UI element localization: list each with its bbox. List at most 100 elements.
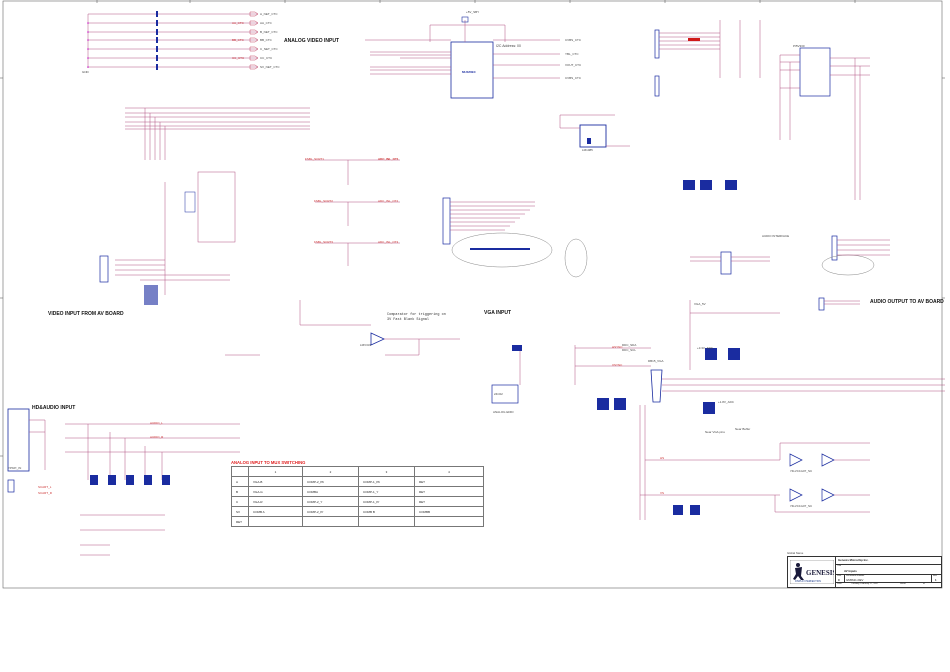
- net-label-red: AA_CTC: [232, 21, 244, 25]
- net-label-adc: ADC_INL_OT2: [378, 199, 399, 203]
- sheet-border: [0, 0, 945, 589]
- table-cell: SV: [231, 506, 249, 517]
- table-cell: [231, 466, 249, 477]
- net-label-vga: DDC_SDA: [622, 343, 637, 347]
- near-vga-pins-note: Near VGA pins: [705, 430, 725, 434]
- component-label: LM1085: [582, 148, 593, 152]
- table-cell: RET: [414, 476, 484, 487]
- net-label-audio: SCART_R: [38, 491, 52, 495]
- net-label: SV_NET_CTC: [260, 65, 280, 69]
- near-buffer-note: Near Buffer: [735, 427, 751, 431]
- table-cell: COMBB: [414, 506, 484, 517]
- i2c-address-note: I2C Address: 00: [496, 44, 521, 48]
- table-cell: COMP-2_Y: [302, 496, 359, 507]
- net-label-hs: HS: [660, 456, 665, 460]
- switch-ic: [654, 20, 870, 200]
- doc-number: GM5621-DEV: [846, 578, 864, 582]
- genesis-logo: GENESIS DISPLAY PERFECTION: [790, 560, 834, 584]
- power-label: +1.8V_ADC: [718, 400, 734, 404]
- audio-interface-block: [690, 235, 890, 311]
- revision: 1: [935, 578, 937, 582]
- table-cell: 2: [302, 466, 359, 477]
- transistor-block: [184, 191, 196, 213]
- net-label-vga: DDC_SCL: [622, 348, 637, 352]
- analog-video-input-block: [87, 13, 258, 68]
- net-label: B_NET_CTC: [260, 30, 278, 34]
- vga-input-block: [491, 300, 945, 520]
- table-cell: COMP-1_Pb: [358, 476, 415, 487]
- section-title-analog-video-input: ANALOG VIDEO INPUT: [284, 38, 340, 44]
- net-label-vga: VGA_5V: [694, 302, 706, 306]
- table-cell: [248, 516, 303, 527]
- component-label: MUX/DEC: [462, 70, 476, 74]
- component-label: PI5V330: [793, 44, 805, 48]
- table-row: SV COMB A COMP-2_Pr COMB B COMBB: [231, 506, 484, 517]
- fsbl-adc-lines: [305, 159, 400, 266]
- net-label-adc: ADC_INL_OT1: [378, 157, 399, 161]
- table-cell: A: [231, 476, 249, 487]
- net-label: VOUT_CTC: [565, 63, 582, 67]
- table-cell: COMBA: [302, 486, 359, 497]
- net-label: A_NET_CTC: [260, 12, 278, 16]
- sheet-title: AV Inputs: [844, 569, 857, 573]
- net-label-adc: ADC_INL_OT3: [378, 240, 399, 244]
- filter-cap-bank: [442, 197, 588, 278]
- net-label-vs: VS: [660, 491, 665, 495]
- sheet-of-label: of: [923, 583, 925, 585]
- component-label: DB15_VGA: [648, 359, 664, 363]
- component-label: 74LVC1G07_SC: [790, 469, 813, 473]
- component-label: LMV331: [360, 343, 372, 347]
- analog-video-ports: [249, 11, 259, 70]
- mux-switching-table: 1 2 3 4 A VGA-B COMP-2_Pb COMP-1_Pb RET …: [231, 466, 484, 527]
- logo-text: GENESIS: [806, 569, 834, 577]
- table-cell: COMP-2_Pb: [302, 476, 359, 487]
- table-cell: COMB B: [358, 506, 415, 517]
- section-title-vga-input: VGA INPUT: [484, 310, 512, 316]
- net-label: BB_CTC: [260, 38, 272, 42]
- table-header-row: 1 2 3 4: [231, 466, 484, 477]
- mux-table-title: ANALOG INPUT TO MUX SWITCHING: [231, 460, 306, 465]
- table-cell: COMP-1_Y: [358, 486, 415, 497]
- table-row: C VGA-R COMP-2_Y COMP-1_Pr RET: [231, 496, 484, 507]
- logo-subtext: DISPLAY PERFECTION: [795, 580, 821, 583]
- table-cell: COMB A: [248, 506, 303, 517]
- av-board-input-block: [115, 107, 310, 295]
- table-row: A VGA-B COMP-2_Pb COMP-1_Pb RET: [231, 476, 484, 487]
- av-board-connector: [99, 255, 109, 283]
- comparator: [225, 300, 460, 356]
- net-label: CC_CTC: [260, 56, 273, 60]
- net-label-audio: AUDIO_L: [150, 421, 163, 425]
- title-label: Title: [837, 565, 842, 567]
- filter-array: [144, 285, 158, 305]
- net-label-fsbl: FSBL_SCRT3: [314, 240, 333, 244]
- analog-edid-note: ANALOG EDID: [493, 410, 514, 414]
- net-label-vga: HSYNC: [612, 345, 623, 349]
- table-cell: RET: [231, 516, 249, 527]
- table-cell: VGA-B: [248, 476, 303, 487]
- comparator-note-1: Comparator for triggering on: [387, 313, 446, 317]
- net-label-fsbl: FSBL_SCRT2: [314, 199, 333, 203]
- power-label: +5V_SBY: [466, 10, 480, 14]
- net-label-audio: AUDIO_R: [150, 435, 164, 439]
- table-cell: VGA-R: [248, 496, 303, 507]
- table-cell: RET: [414, 486, 484, 497]
- section-title-audio-output-to-av-board: AUDIO OUTPUT TO AV BOARD: [870, 299, 944, 305]
- table-row: B VGA-G COMBA COMP-1_Y RET: [231, 486, 484, 497]
- power-label: GND: [82, 70, 89, 74]
- net-label: YBL_CTC: [565, 52, 579, 56]
- date-value: Tuesday, February 27, 2007: [851, 583, 879, 585]
- section-title-hd-audio-input: HD&AUDIO INPUT: [32, 405, 76, 411]
- table-cell: B: [231, 486, 249, 497]
- table-cell: C: [231, 496, 249, 507]
- hd-audio-block: [7, 408, 240, 556]
- component-label: 24C02: [494, 392, 503, 396]
- size-label: Size: [837, 575, 842, 577]
- buffer-gates: [789, 453, 835, 502]
- table-row: RET: [231, 516, 484, 527]
- table-cell: COMP-2_Pr: [302, 506, 359, 517]
- analog-video-caps: [156, 11, 158, 70]
- company-name: Genesis Microchip Inc.: [838, 558, 869, 562]
- table-cell: [302, 516, 359, 527]
- regulator-ic: [559, 114, 630, 148]
